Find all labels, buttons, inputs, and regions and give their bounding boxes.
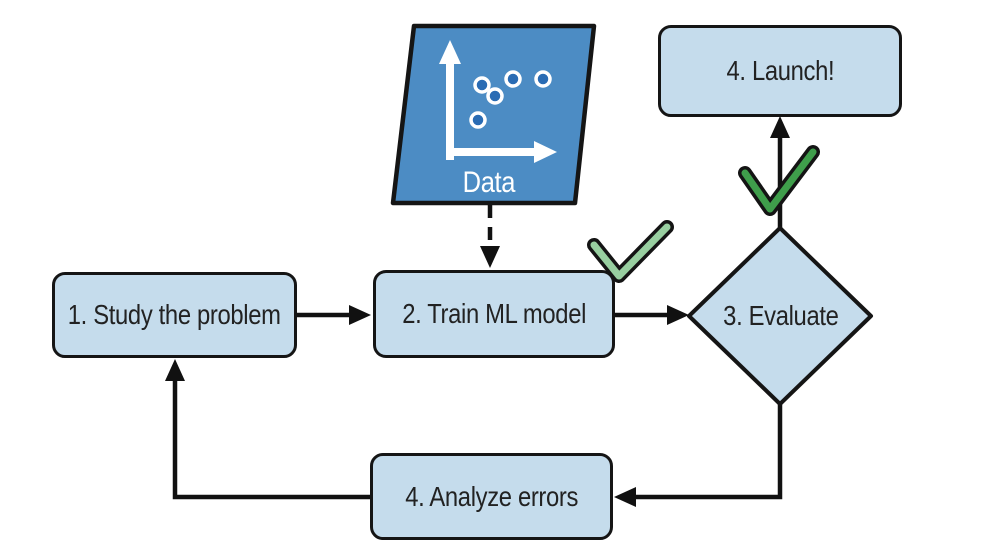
arrowhead-right-icon (349, 305, 371, 325)
node-train-ml-model-label: 2. Train ML model (402, 298, 586, 329)
node-train-ml-model: 2. Train ML model (373, 270, 615, 358)
arrowhead-up-icon (165, 359, 185, 381)
arrowhead-left-icon (614, 487, 636, 507)
node-study-problem-label: 1. Study the problem (68, 299, 281, 330)
node-evaluate-diamond (687, 226, 873, 406)
arrowhead-up-icon (770, 116, 790, 138)
node-data (390, 23, 597, 206)
edge-analyze-to-study (165, 359, 370, 500)
node-study-problem: 1. Study the problem (52, 272, 297, 358)
data-parallelogram (390, 23, 597, 206)
edge-evaluate-to-launch (770, 116, 790, 228)
node-analyze-errors-label: 4. Analyze errors (405, 480, 578, 512)
node-analyze-errors: 4. Analyze errors (370, 453, 613, 540)
node-launch: 4. Launch! (658, 25, 902, 117)
arrowhead-down-icon (480, 246, 500, 268)
arrowhead-right-icon (667, 305, 689, 325)
edge-study-to-train (297, 305, 371, 325)
edge-evaluate-to-analyze (614, 402, 783, 507)
scatter-plot-icon (439, 40, 557, 163)
edge-train-to-evaluate (615, 305, 689, 325)
edge-data-to-train (480, 205, 500, 268)
node-launch-label: 4. Launch! (726, 55, 834, 86)
